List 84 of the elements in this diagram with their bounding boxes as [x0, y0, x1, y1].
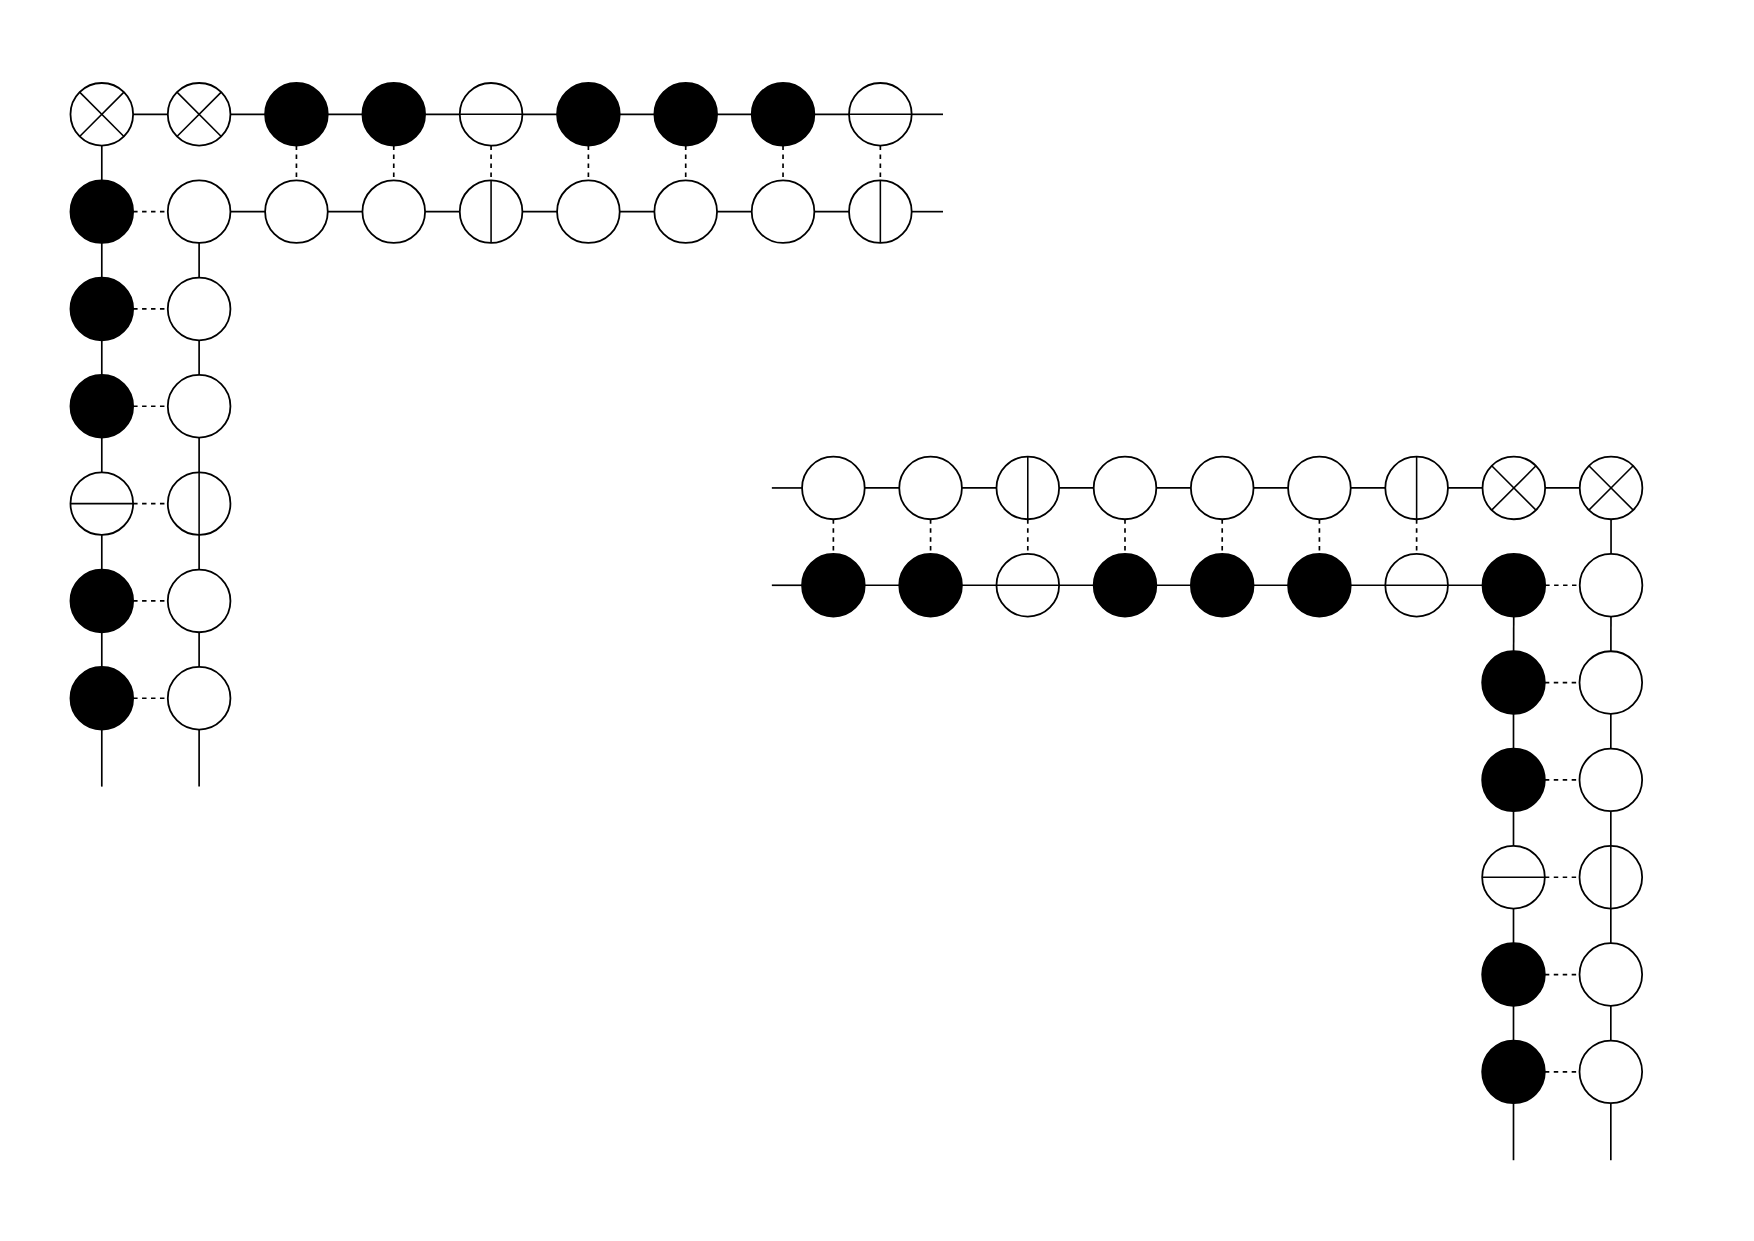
open-circle: [166, 666, 232, 731]
open-circle: [264, 179, 329, 244]
connector-line: [100, 339, 103, 376]
connector-line: [1610, 1102, 1612, 1162]
split-circle: [1481, 845, 1546, 910]
connector-line: [100, 728, 103, 788]
split-circle: [995, 455, 1060, 521]
filled-circle: [1481, 1039, 1546, 1105]
connector-line: [771, 487, 803, 489]
connector-line: [1610, 713, 1612, 750]
filled-circle: [69, 179, 134, 244]
open-circle: [166, 374, 232, 439]
connector-line: [1610, 615, 1612, 653]
open-circle: [750, 179, 816, 244]
filled-circle: [1481, 942, 1546, 1007]
filled-circle: [801, 553, 866, 618]
filled-circle: [1190, 553, 1255, 618]
connector-line: [100, 534, 103, 571]
connector-line: [1610, 1005, 1612, 1042]
filled-circle: [264, 82, 329, 147]
open-circle: [898, 455, 963, 521]
connector-line: [771, 584, 803, 587]
open-circle: [166, 276, 232, 342]
split-circle: [1578, 845, 1644, 910]
connector-line: [198, 242, 200, 279]
connector-line: [1610, 518, 1612, 555]
filled-circle: [750, 82, 816, 147]
filled-circle: [1481, 553, 1547, 618]
connector-line: [1610, 907, 1612, 945]
connector-line: [198, 728, 200, 788]
open-circle: [1578, 747, 1644, 813]
filled-circle: [69, 374, 134, 439]
open-circle: [1190, 455, 1255, 521]
split-circle: [458, 82, 524, 147]
connector-line: [1610, 810, 1612, 847]
filled-circle: [1481, 747, 1546, 813]
connector-line: [1512, 907, 1515, 945]
filled-circle: [69, 568, 134, 634]
open-circle: [1578, 1039, 1644, 1105]
crossed-circle: [69, 82, 134, 147]
connector-line: [100, 242, 103, 279]
split-circle: [69, 471, 134, 536]
open-circle: [166, 179, 232, 244]
filled-circle: [361, 82, 426, 147]
connector-line: [1512, 810, 1515, 847]
open-circle: [1578, 942, 1644, 1007]
connector-line: [1512, 1005, 1515, 1042]
open-circle: [653, 179, 718, 244]
filled-circle: [69, 666, 134, 731]
split-circle: [1384, 553, 1449, 618]
connector-line: [198, 631, 200, 668]
connector-line: [100, 144, 103, 182]
filled-circle: [1481, 650, 1546, 715]
split-circle: [848, 179, 913, 244]
filled-circle: [69, 276, 134, 342]
open-circle: [166, 568, 232, 634]
open-circle: [1092, 455, 1158, 521]
crossed-circle: [1578, 455, 1644, 521]
open-circle: [1578, 553, 1644, 618]
filled-circle: [653, 82, 718, 147]
connector-line: [100, 631, 103, 668]
connector-line: [198, 534, 200, 571]
split-circle: [848, 82, 913, 147]
split-circle: [1384, 455, 1449, 521]
crossed-circle: [1481, 455, 1547, 521]
filled-circle: [556, 82, 621, 147]
connector-line: [1512, 1102, 1515, 1162]
open-circle: [801, 455, 866, 521]
open-circle: [1287, 455, 1352, 521]
open-circle: [1578, 650, 1644, 715]
split-circle: [995, 553, 1060, 618]
filled-circle: [898, 553, 963, 618]
split-circle: [458, 179, 524, 244]
connector-line: [1512, 713, 1515, 750]
filled-circle: [1287, 553, 1352, 618]
connector-line: [198, 436, 200, 474]
connector-line: [100, 436, 103, 474]
connector-line: [198, 339, 200, 376]
split-circle: [166, 471, 232, 536]
crossed-circle: [166, 82, 232, 147]
open-circle: [556, 179, 621, 244]
filled-circle: [1092, 553, 1158, 618]
open-circle: [361, 179, 426, 244]
connector-line: [1512, 615, 1515, 653]
